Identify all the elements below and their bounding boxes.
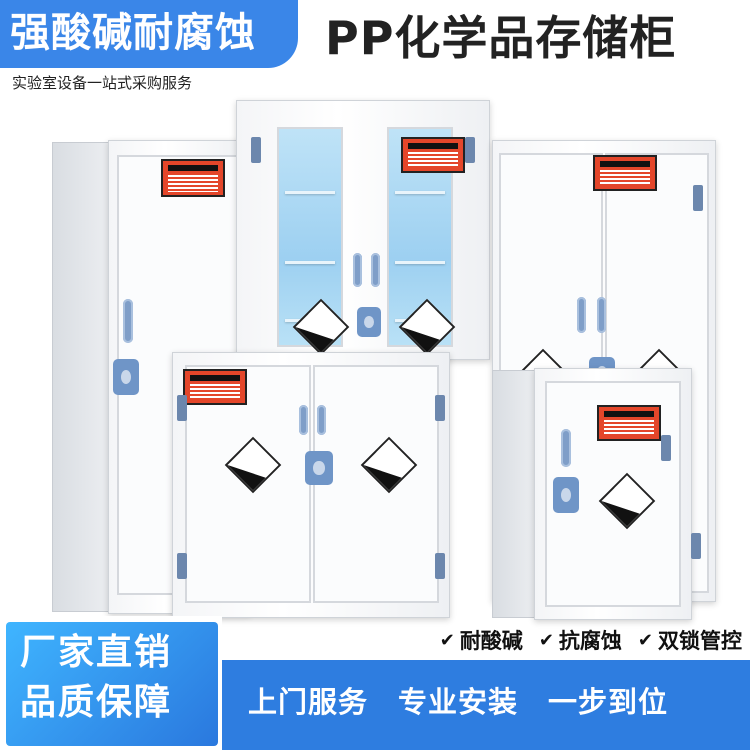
title-badge: 强酸碱耐腐蚀 xyxy=(0,0,298,68)
corrosive-icon xyxy=(398,298,456,356)
service-item: 专业安装 xyxy=(398,685,519,719)
corrosive-icon xyxy=(630,348,688,406)
cabinet-small xyxy=(534,368,701,620)
door-handle xyxy=(123,299,133,343)
feature-item: ✔ 双锁管控 xyxy=(638,628,742,654)
door-handle xyxy=(353,253,362,287)
lock-icon xyxy=(113,359,139,395)
promo-line-2: 品质保障 xyxy=(20,682,173,723)
corrosive-icon xyxy=(514,348,572,406)
subtitle: 实验室设备一站式采购服务 xyxy=(12,74,193,92)
feature-label: 双锁管控 xyxy=(658,629,742,653)
door-handle xyxy=(317,405,326,435)
cabinet-right xyxy=(492,140,716,602)
cabinet-right-door xyxy=(605,153,709,593)
feature-item: ✔ 抗腐蚀 xyxy=(539,628,622,654)
door-handle xyxy=(561,429,571,467)
hinge-icon xyxy=(177,553,187,579)
feature-label: 抗腐蚀 xyxy=(558,629,622,653)
hinge-icon xyxy=(435,553,445,579)
cabinet-left-side xyxy=(52,142,112,612)
hinge-icon xyxy=(241,191,251,217)
hinge-icon xyxy=(177,395,187,421)
lock-icon xyxy=(589,357,615,387)
cabinet-small-side xyxy=(492,370,538,618)
features-list: ✔ 耐酸碱 ✔ 抗腐蚀 ✔ 双锁管控 xyxy=(440,628,742,654)
corrosive-icon xyxy=(360,436,418,494)
cabinet-small-door xyxy=(545,381,681,607)
check-icon: ✔ xyxy=(538,630,554,651)
cabinet-left-door xyxy=(117,155,241,595)
headline-title: 强酸碱耐腐蚀 xyxy=(10,10,256,56)
cabinet-front xyxy=(172,352,450,618)
hinge-icon xyxy=(435,395,445,421)
warning-label-icon xyxy=(161,159,225,197)
door-handle xyxy=(577,297,586,333)
warning-label-icon xyxy=(401,137,465,173)
hinge-icon xyxy=(691,533,701,559)
corrosive-icon xyxy=(292,298,350,356)
glass-door-right xyxy=(387,127,453,347)
feature-label: 耐酸碱 xyxy=(459,629,523,653)
cabinet-right-door xyxy=(499,153,603,593)
feature-item: ✔ 耐酸碱 xyxy=(440,628,523,654)
services-list: 上门服务 专业安装 一步到位 xyxy=(248,682,668,722)
door-handle xyxy=(597,297,606,333)
corrosive-icon xyxy=(224,436,282,494)
warning-label-icon xyxy=(593,155,657,191)
lock-icon xyxy=(305,451,333,485)
service-item: 上门服务 xyxy=(248,685,369,719)
door-handle xyxy=(299,405,308,435)
check-icon: ✔ xyxy=(439,630,455,651)
product-title: PP化学品存储柜 xyxy=(325,11,677,65)
hinge-icon xyxy=(251,137,261,163)
lock-icon xyxy=(357,307,381,337)
cabinet-front-door xyxy=(185,365,311,603)
corrosive-icon xyxy=(598,472,656,530)
promo-line-1: 厂家直销 xyxy=(20,632,173,673)
hinge-icon xyxy=(661,435,671,461)
glass-door-left xyxy=(277,127,343,347)
cabinet-left xyxy=(108,140,251,614)
cabinet-center xyxy=(236,100,490,360)
warning-label-icon xyxy=(597,405,661,441)
warning-label-icon xyxy=(183,369,247,405)
cabinet-front-door xyxy=(313,365,439,603)
hinge-icon xyxy=(465,137,475,163)
service-item: 一步到位 xyxy=(548,685,669,719)
lock-icon xyxy=(553,477,579,513)
promo-badge xyxy=(6,622,218,746)
door-handle xyxy=(371,253,380,287)
check-icon: ✔ xyxy=(637,630,653,651)
hinge-icon xyxy=(693,185,703,211)
